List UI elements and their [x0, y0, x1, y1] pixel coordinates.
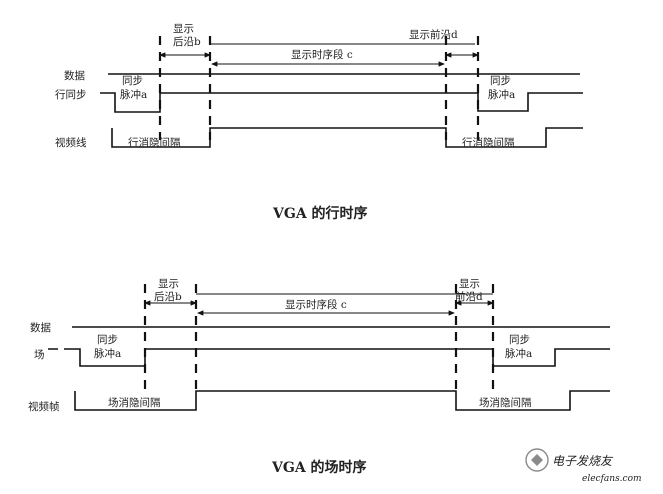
h-sync-label: 行同步	[55, 88, 87, 101]
v-video-waveform	[74, 390, 610, 411]
v-caption: VGA 的场时序	[271, 459, 367, 476]
h-front-porch-label: 显示前沿d	[409, 28, 458, 41]
h-sync-pulse-right-1: 同步	[490, 75, 511, 87]
watermark: 电子发烧友 elecfans.com	[525, 448, 642, 484]
h-blanking-left: 行消隐间隔	[128, 136, 181, 149]
horizontal-timing: 数据 行同步 视频线 显示 后沿b 显示前沿d 显示时序段 c 同步 脉冲a 同…	[55, 23, 583, 222]
v-back-porch-label-1: 显示	[158, 278, 179, 290]
h-blanking-right: 行消隐间隔	[462, 136, 515, 149]
v-blanking-right: 场消隐间隔	[479, 396, 532, 409]
v-video-label: 视频帧	[28, 400, 60, 413]
h-caption: VGA 的行时序	[272, 205, 368, 222]
v-sync-pulse-left-1: 同步	[97, 334, 118, 346]
watermark-site: elecfans.com	[582, 474, 642, 484]
h-sync-pulse-left-2: 脉冲a	[120, 88, 147, 101]
v-sync-pulse-left-2: 脉冲a	[94, 347, 121, 360]
v-sync-pulse-right-2: 脉冲a	[505, 347, 532, 360]
v-sync-pulse-right-1: 同步	[509, 334, 530, 346]
h-video-label: 视频线	[55, 136, 87, 149]
h-sync-pulse-right-2: 脉冲a	[488, 88, 515, 101]
h-video-waveform	[111, 127, 583, 148]
v-sync-label: 场	[34, 348, 45, 361]
h-sync-waveform	[100, 92, 583, 113]
watermark-logo-icon	[525, 448, 549, 472]
watermark-logo-mark	[531, 454, 543, 466]
vertical-timing: 数据 场 视频帧 显示 后沿b 显示 前沿d 显示时序段 c 同步 脉冲a 同步…	[28, 278, 610, 476]
v-blanking-left: 场消隐间隔	[108, 396, 161, 409]
h-back-porch-label-1: 显示	[173, 23, 194, 35]
h-data-label: 数据	[64, 69, 85, 82]
h-back-porch-label-2: 后沿b	[173, 36, 201, 48]
v-sync-waveform	[48, 348, 610, 367]
v-back-porch-label-2: 后沿b	[154, 291, 182, 303]
v-front-porch-label-1: 显示	[459, 278, 480, 290]
h-sync-pulse-left-1: 同步	[122, 75, 143, 87]
v-data-label: 数据	[30, 321, 51, 334]
v-display-label: 显示时序段 c	[285, 298, 347, 311]
v-front-porch-label-2: 前沿d	[455, 290, 483, 303]
h-display-label: 显示时序段 c	[291, 48, 353, 61]
watermark-brand: 电子发烧友	[552, 454, 614, 468]
